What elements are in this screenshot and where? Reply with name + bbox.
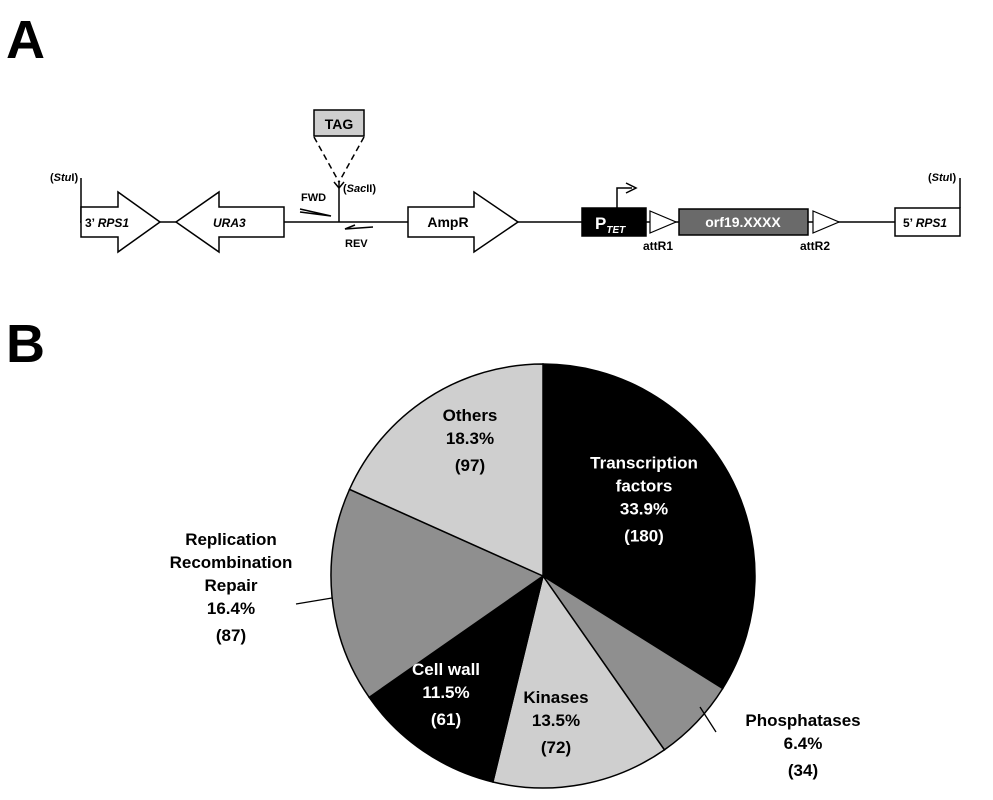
orf-label: orf19.XXXX [705,214,781,230]
sacii-y-left [333,181,340,189]
pie-label-name: Replication [185,530,277,549]
pie-label-count: (34) [788,761,818,780]
orf-box [678,208,809,236]
pie-leader-line [699,706,717,733]
pie-label-name: Cell wall [412,660,480,679]
pie-label-name: factors [616,477,673,496]
rps1-3-label: 3’ RPS1 [85,216,129,230]
pie-slice-label: Transcription factors 33.9% (180) [590,454,698,546]
pie-label-name: Recombination [170,553,293,572]
ptet-label: PTET [595,214,626,236]
tag-box [313,109,365,137]
pie-label-percent: 18.3% [446,429,494,448]
ampr-label: AmpR [427,214,468,230]
pie-label-count: (97) [455,456,485,475]
pie-label-percent: 11.5% [422,683,469,702]
pie-label-count: (87) [216,626,246,645]
attr2-triangle [812,210,841,234]
pie-label-percent: 13.5% [532,711,580,730]
attr1-triangle [649,210,678,234]
fwd-primer-arrow [299,208,332,217]
pie-label-percent: 16.4% [207,599,255,618]
sacii-y-right [338,181,345,189]
pie-slice-label: Phosphatases 6.4% (34) [745,711,860,780]
pie-slice-label: Cell wall 11.5% (61) [412,660,480,729]
pie-slice [491,574,666,789]
stui-right-label: (StuI) [928,172,956,184]
panel-b-letter: B [6,314,45,374]
rev-label: REV [345,238,368,250]
pie-label-name: Transcription [590,454,698,473]
pie-slice [330,488,545,699]
tag-dash-left [313,136,340,183]
pie-label-count: (180) [624,527,664,546]
pie-label-percent: 6.4% [784,734,823,753]
pie-slice [348,363,544,578]
tag-label: TAG [325,116,354,132]
transcription-start-head [625,182,638,194]
ura3-label: URA3 [213,216,246,230]
category-pie-chart: Transcription factors 33.9% (180) Phosphatas… [170,363,861,789]
construct-diagram: (StuI) 3’ RPS1 URA3 TAG (SacII) FWD REV … [50,109,961,254]
pie-label-name: Kinases [523,688,588,707]
pie-label-percent: 33.9% [620,500,668,519]
rps1-5-box [894,207,961,237]
pie-label-name: Others [443,406,498,425]
pie-slice [542,363,756,690]
pie-label-name: Repair [205,576,258,595]
pie-leader-line [295,597,333,605]
pie-slice-label: Others 18.3% (97) [443,406,498,475]
pie-label-name: Phosphatases [745,711,860,730]
ura3-arrow [174,190,285,254]
pie-slice [368,574,545,783]
sacii-label: (SacII) [343,183,376,195]
rev-primer-arrow [344,224,374,230]
fwd-label: FWD [301,192,326,204]
stui-left-label: (StuI) [50,172,78,184]
tag-dash-right [338,136,365,183]
ampr-arrow [407,190,520,254]
transcription-start-arrow [616,187,632,208]
rps1-3-arrow [80,190,162,254]
pie-label-count: (72) [541,738,571,757]
panel-a-letter: A [6,10,45,70]
pie-slice-label: Kinases 13.5% (72) [523,688,588,757]
ptet-box [581,207,647,237]
rps1-5-label: 5’ RPS1 [903,216,947,230]
pie-label-count: (61) [431,710,461,729]
attr1-label: attR1 [643,239,673,253]
attr2-label: attR2 [800,239,830,253]
